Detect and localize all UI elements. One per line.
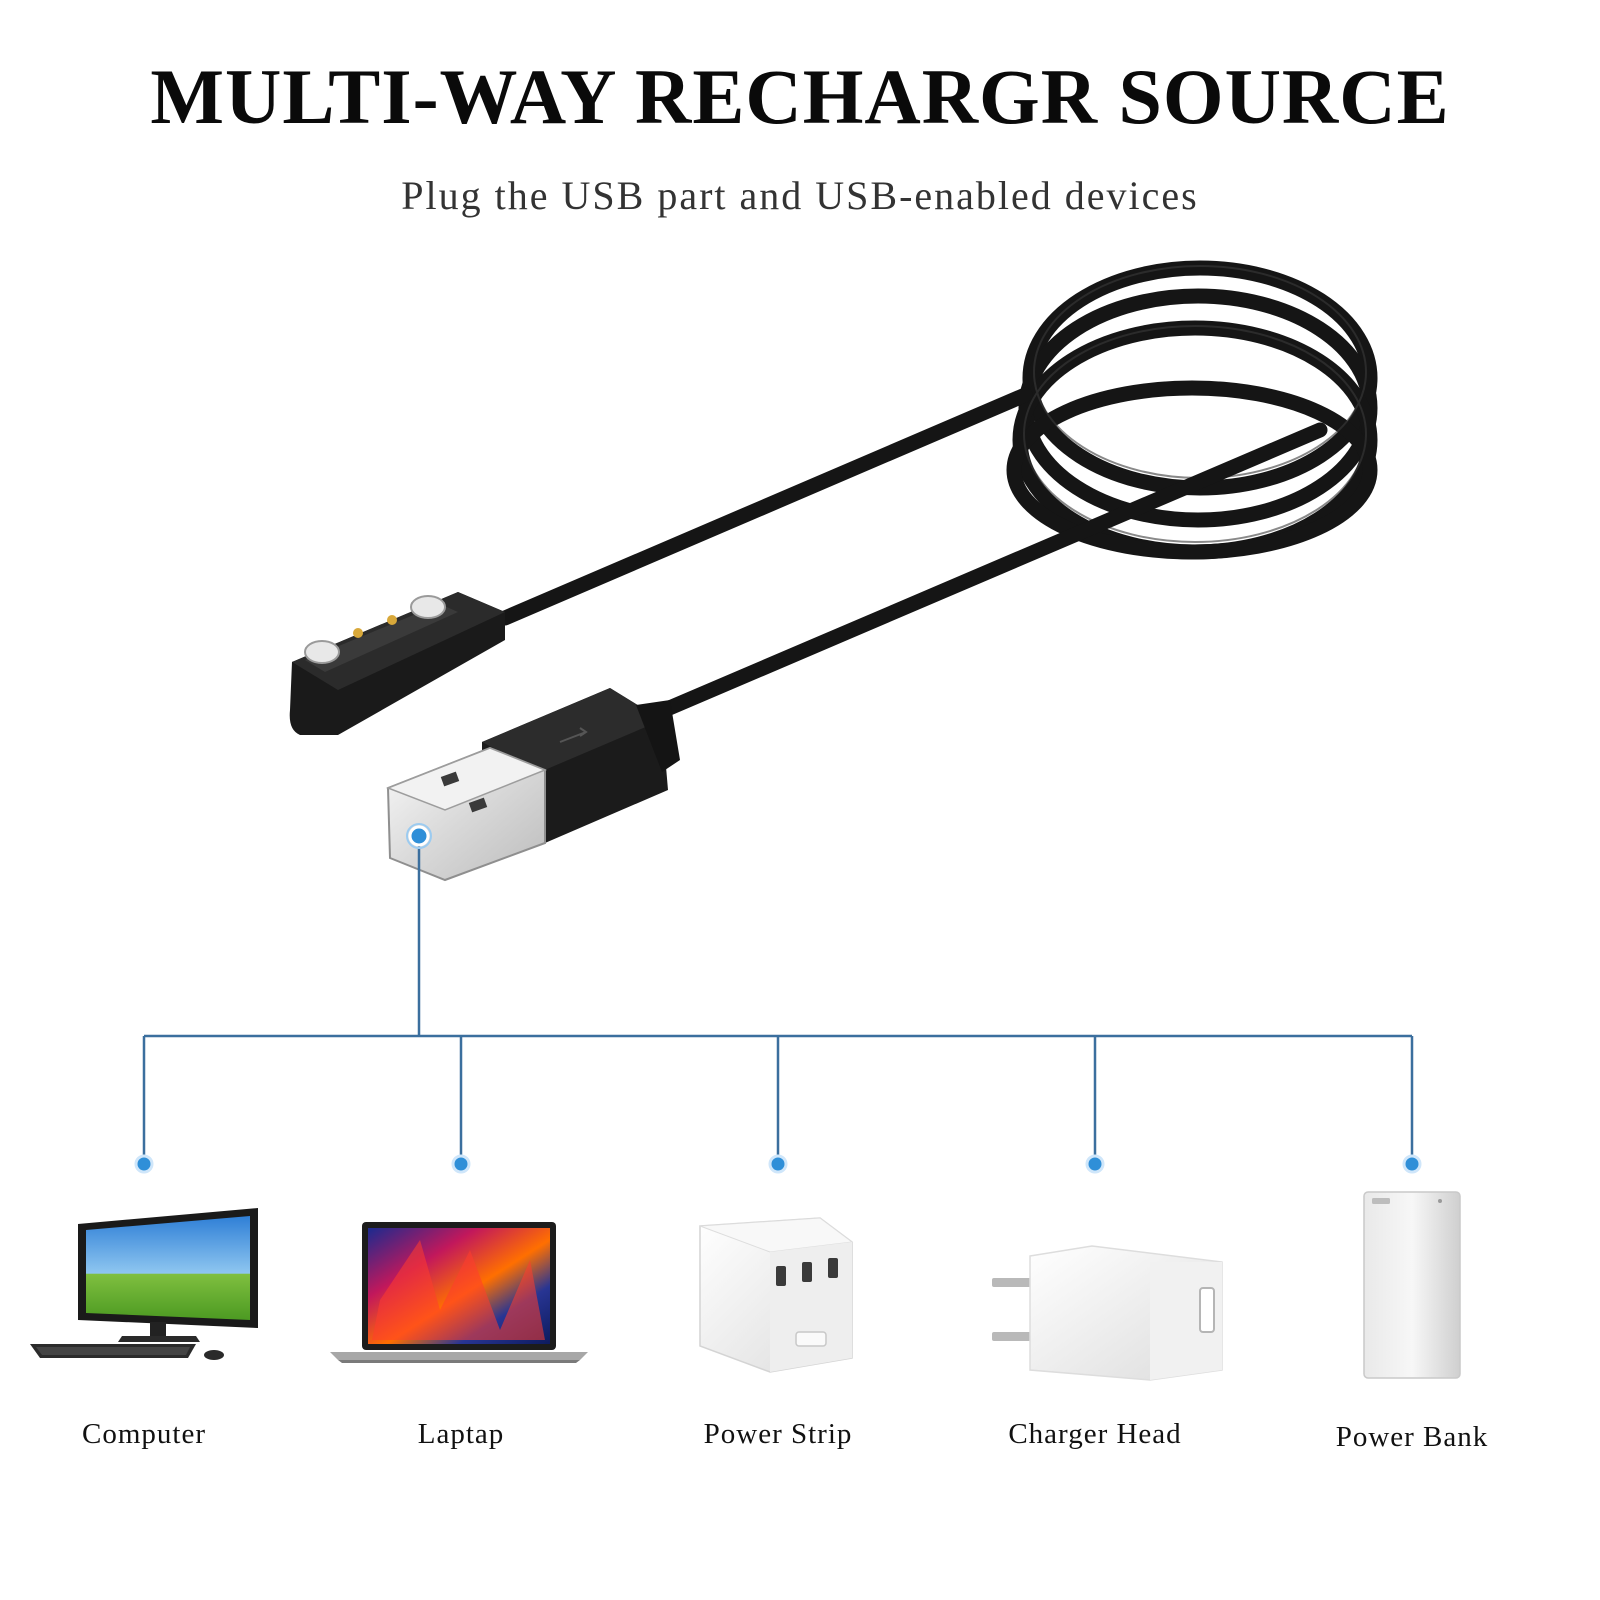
connector-tree [142,836,1414,1164]
monitor-keyboard-icon [30,1208,258,1360]
magnetic-charger-head [289,592,505,735]
node-power-bank [1402,1154,1422,1174]
device-label-power-bank: Power Bank [1335,1421,1489,1453]
power-strip-cube-icon [699,1217,854,1373]
device-label-charger-head: Charger Head [1008,1418,1182,1450]
cable-to-magnetic-head [497,387,1033,626]
node-computer [134,1154,154,1174]
node-laptop [451,1154,471,1174]
device-label-computer: Computer [82,1418,206,1450]
node-power-strip [768,1154,788,1174]
page-title: MULTI-WAY RECHARGR SOURCE [150,53,1450,140]
power-bank-icon [1363,1191,1461,1379]
usb-node [408,825,430,847]
device-label-power-strip: Power Strip [703,1418,853,1450]
usb-a-plug [385,688,680,882]
cable-coil [1006,260,1378,560]
cable-to-usb [652,422,1328,720]
page-subtitle: Plug the USB part and USB-enabled device… [401,173,1199,218]
wall-charger-icon [992,1245,1223,1381]
connector-nodes [134,823,1422,1174]
node-charger-head [1085,1154,1105,1174]
device-label-laptop: Laptap [417,1418,505,1450]
laptop-icon [330,1222,588,1363]
